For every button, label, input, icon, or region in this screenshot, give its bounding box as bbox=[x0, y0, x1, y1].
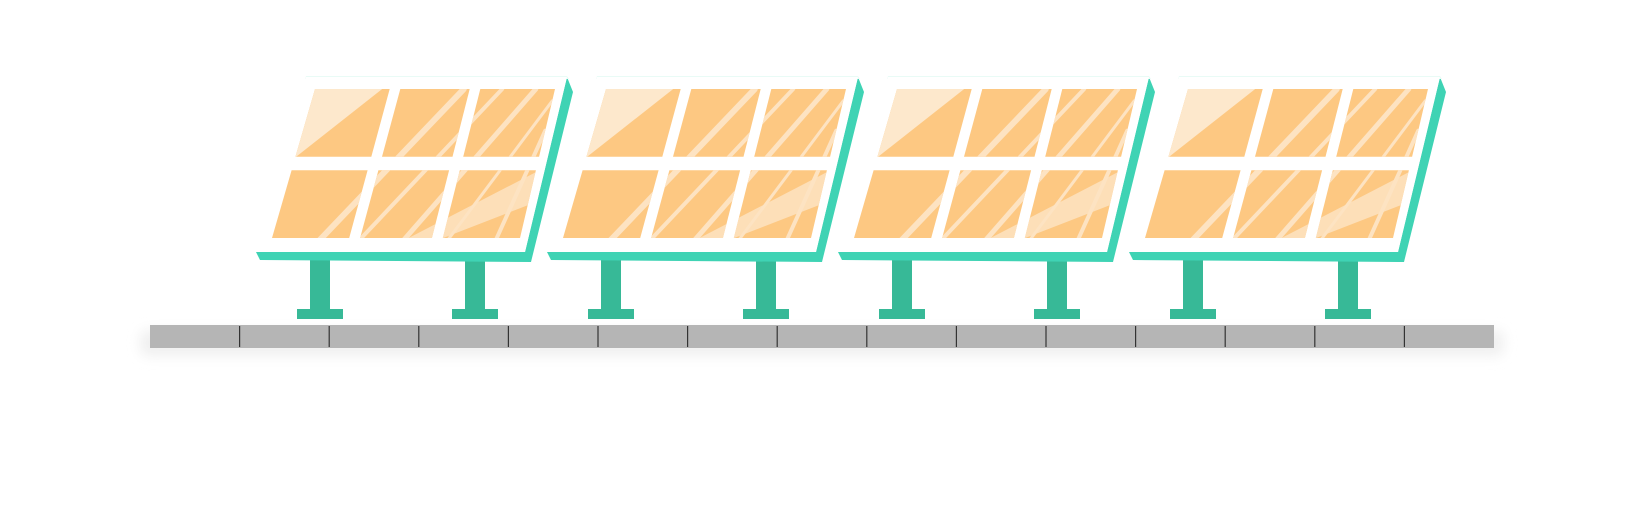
panel-highlight bbox=[976, 172, 1118, 238]
ground-rail-bar bbox=[150, 325, 1494, 348]
panel-highlight bbox=[685, 172, 827, 238]
panel-highlight bbox=[295, 89, 383, 158]
panel-cell bbox=[360, 170, 450, 238]
panel-support-foot bbox=[297, 309, 343, 319]
panel-support-foot bbox=[1325, 309, 1371, 319]
panel-cell bbox=[1233, 170, 1323, 238]
solar-panel-row bbox=[256, 76, 1446, 319]
panel-cell bbox=[651, 170, 741, 238]
panel-glare-stripe bbox=[1364, 128, 1421, 238]
panel-glare-stripe bbox=[491, 128, 548, 238]
solar-panel-icon bbox=[547, 76, 864, 319]
solar-panel-icon bbox=[256, 76, 573, 319]
panel-support-foot bbox=[879, 309, 925, 319]
panel-support-post-icon bbox=[601, 258, 621, 310]
panel-cell bbox=[563, 170, 659, 238]
panel-highlight bbox=[1168, 89, 1256, 158]
panel-glare-stripe bbox=[1024, 99, 1136, 238]
panel-support-post-icon bbox=[756, 258, 776, 310]
panel-highlight bbox=[586, 89, 674, 158]
panel-support-foot bbox=[588, 309, 634, 319]
panel-support-foot bbox=[452, 309, 498, 319]
panel-glare-stripe bbox=[782, 128, 839, 238]
panel-support-post-icon bbox=[1183, 258, 1203, 310]
panel-support-post-icon bbox=[465, 258, 485, 310]
panel-highlight bbox=[877, 89, 965, 158]
panel-cell bbox=[942, 170, 1032, 238]
panel-cell bbox=[854, 170, 950, 238]
panel-support-foot bbox=[1170, 309, 1216, 319]
solar-panel-icon bbox=[1129, 76, 1446, 319]
panel-cell bbox=[272, 170, 368, 238]
panel-support-foot bbox=[743, 309, 789, 319]
panel-highlight bbox=[1267, 172, 1409, 238]
panel-glare-stripe bbox=[733, 99, 845, 238]
panel-glare-stripe bbox=[442, 99, 554, 238]
panel-support-foot bbox=[1034, 309, 1080, 319]
panel-support-post-icon bbox=[310, 258, 330, 310]
panel-highlight bbox=[394, 172, 536, 238]
panel-cell bbox=[1145, 170, 1241, 238]
panel-support-post-icon bbox=[1338, 258, 1358, 310]
panel-support-post-icon bbox=[1047, 258, 1067, 310]
panel-support-post-icon bbox=[892, 258, 912, 310]
solar-panel-icon bbox=[838, 76, 1155, 319]
ground-rail bbox=[150, 325, 1494, 348]
panel-glare-stripe bbox=[1315, 99, 1427, 238]
panel-glare-stripe bbox=[1073, 128, 1130, 238]
